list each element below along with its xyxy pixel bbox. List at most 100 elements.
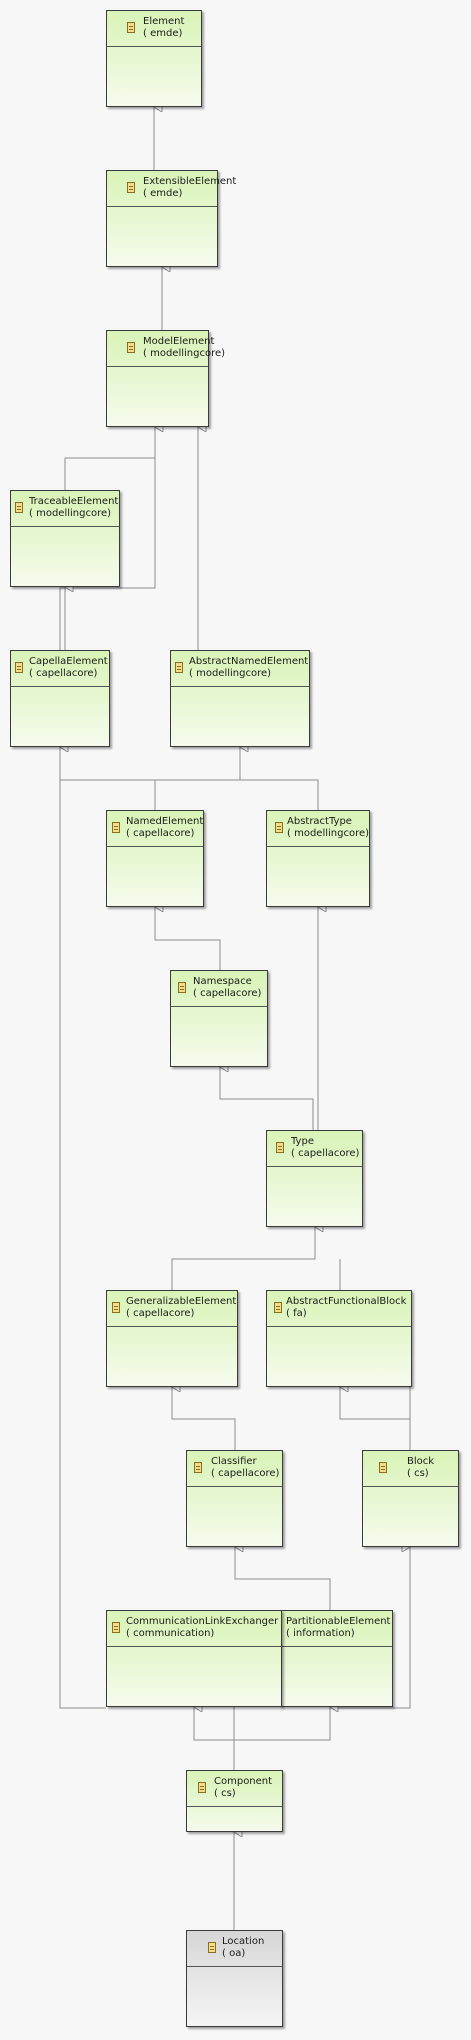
class-abstract-type[interactable]: AbstractType ( modellingcore) [266, 810, 370, 907]
class-component[interactable]: Component ( cs) [186, 1770, 283, 1832]
class-package: ( capellacore) [291, 1148, 360, 1159]
class-header [171, 651, 309, 687]
class-package: ( modellingcore) [189, 668, 272, 679]
class-icon [379, 1462, 387, 1473]
class-package: ( capellacore) [193, 988, 262, 999]
class-header [363, 1451, 458, 1487]
class-abstract-named-element[interactable]: AbstractNamedElement ( modellingcore) [170, 650, 310, 747]
class-icon [178, 982, 186, 993]
class-package: ( oa) [222, 1948, 246, 1959]
edge-abstracttype-to-abstractnamed [240, 779, 319, 810]
edge-component-to-partitionable [234, 1707, 330, 1741]
class-icon [274, 1302, 282, 1313]
class-name: NamedElement [126, 816, 204, 827]
class-header [267, 1291, 411, 1327]
class-name: Classifier [211, 1456, 257, 1467]
class-classifier[interactable]: Classifier ( capellacore) [186, 1450, 283, 1547]
edge-block-to-afb [340, 1387, 411, 1450]
edge-cle-to-block [330, 1547, 410, 1709]
class-icon [127, 342, 135, 353]
class-package: ( modellingcore) [143, 348, 226, 359]
edge-named-to-abstractnamed [155, 747, 240, 781]
class-extensible-element[interactable]: ExtensibleElement ( emde) [106, 170, 236, 267]
class-header [187, 1931, 282, 1967]
class-element[interactable]: Element ( emde) [106, 10, 202, 107]
edge-traceable-to-model [64, 427, 155, 490]
class-name: ModelElement [143, 336, 215, 347]
class-icon [112, 822, 120, 833]
class-icon [127, 182, 135, 193]
class-package: ( capellacore) [29, 668, 98, 679]
class-package: ( emde) [143, 188, 183, 199]
class-icon [208, 1942, 216, 1953]
edge-cle-to-capella [60, 747, 106, 1709]
class-header [107, 171, 217, 207]
class-header [107, 1611, 281, 1647]
edge-component-to-cle [194, 1707, 235, 1770]
class-icon [112, 1622, 120, 1633]
edge-named-to-capella [60, 747, 156, 810]
class-traceable-element[interactable]: TraceableElement ( modellingcore) [10, 490, 120, 587]
class-package: ( capellacore) [126, 828, 195, 839]
class-name: Component [214, 1776, 273, 1787]
class-name: Type [291, 1136, 314, 1147]
class-name: TraceableElement [29, 496, 119, 507]
class-icon [275, 822, 283, 833]
class-partitionable-element[interactable]: PartitionableElement ( information) [280, 1610, 393, 1707]
class-model-element[interactable]: ModelElement ( modellingcore) [106, 330, 225, 427]
class-namespace[interactable]: Namespace ( capellacore) [170, 970, 268, 1067]
class-name: CommunicationLinkExchanger [126, 1616, 279, 1627]
class-header [107, 811, 203, 847]
class-icon [127, 22, 135, 33]
class-name: Element [143, 16, 185, 27]
class-package: ( capellacore) [211, 1468, 280, 1479]
edge-classifier-to-generalizable [172, 1387, 236, 1450]
class-header [187, 1451, 282, 1487]
class-name: CapellaElement [29, 656, 108, 667]
class-icon [198, 1782, 206, 1793]
class-package: ( cs) [407, 1468, 429, 1479]
class-name: AbstractType [287, 816, 352, 827]
class-package: ( modellingcore) [287, 828, 370, 839]
class-header [281, 1611, 392, 1647]
class-name: Block [407, 1456, 435, 1467]
class-capella-element[interactable]: CapellaElement ( capellacore) [10, 650, 110, 747]
class-icon [194, 1462, 202, 1473]
class-package: ( capellacore) [126, 1308, 195, 1319]
class-name: Location [222, 1936, 265, 1947]
class-named-element[interactable]: NamedElement ( capellacore) [106, 810, 204, 907]
class-header [171, 971, 267, 1007]
class-icon [15, 502, 23, 513]
class-icon [112, 1302, 120, 1313]
class-name: Namespace [193, 976, 252, 987]
class-name: PartitionableElement [286, 1616, 391, 1627]
class-header [107, 1291, 237, 1327]
class-generalizable-element[interactable]: GeneralizableElement ( capellacore) [106, 1290, 238, 1387]
class-header [267, 811, 369, 847]
class-header [267, 1131, 362, 1167]
class-communication-link-exchanger[interactable]: CommunicationLinkExchanger ( communicati… [106, 1610, 282, 1707]
class-type[interactable]: Type ( capellacore) [266, 1130, 363, 1227]
class-header [107, 11, 201, 47]
class-block[interactable]: Block ( cs) [362, 1450, 459, 1547]
class-name: AbstractFunctionalBlock [286, 1296, 407, 1307]
class-abstract-functional-block[interactable]: AbstractFunctionalBlock ( fa) [266, 1290, 412, 1387]
class-header [11, 651, 109, 687]
class-package: ( modellingcore) [29, 508, 112, 519]
class-name: ExtensibleElement [143, 176, 237, 187]
edge-partitionable-to-classifier [235, 1547, 331, 1610]
class-package: ( emde) [143, 28, 183, 39]
class-package: ( fa) [286, 1308, 307, 1319]
class-icon [175, 662, 183, 673]
class-icon [15, 662, 23, 673]
class-header [107, 331, 208, 367]
class-icon [276, 1142, 284, 1153]
class-header [187, 1771, 282, 1807]
class-package: ( information) [286, 1628, 355, 1639]
edge-type-to-namespace [220, 1067, 314, 1130]
class-location[interactable]: Location ( oa) [186, 1930, 283, 2027]
edge-namespace-to-named [155, 907, 221, 970]
class-package: ( communication) [126, 1628, 215, 1639]
